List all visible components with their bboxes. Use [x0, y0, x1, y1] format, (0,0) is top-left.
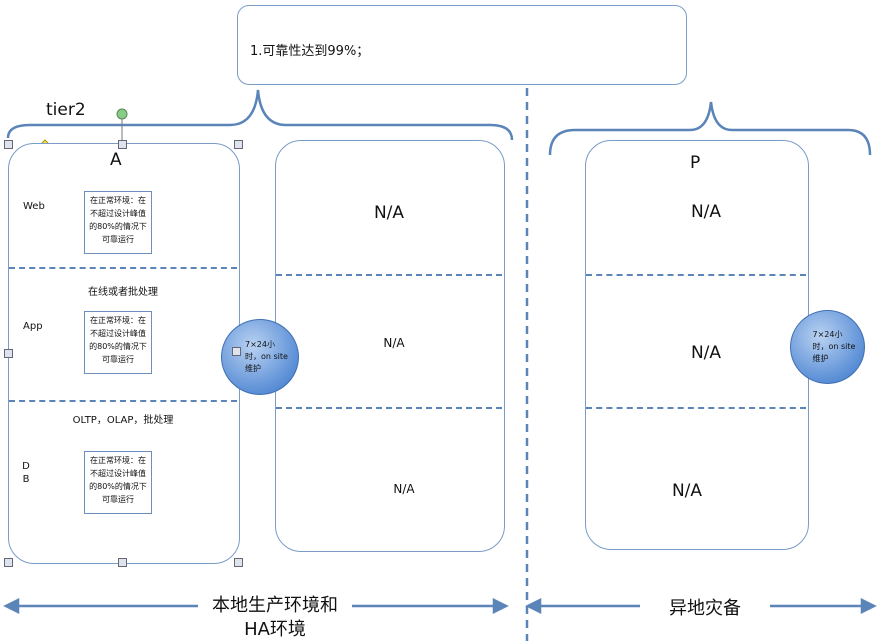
column-p[interactable] — [585, 140, 809, 550]
top-note-box: 1.可靠性达到99%； — [237, 5, 687, 85]
mid-row-3: N/A — [393, 482, 415, 496]
mid-row-2: N/A — [383, 336, 405, 350]
maintenance-circle-local: 7×24小时，on site维护 — [221, 319, 299, 395]
row-label-db: DB — [22, 461, 30, 485]
row-note-web: 在正常环境：在不超过设计峰值的80%的情况下可靠运行 — [84, 191, 152, 254]
arrow-left — [3, 597, 509, 615]
left-brace — [6, 89, 514, 141]
bottom-right-label: 异地灾备 — [669, 598, 741, 619]
column-a-title: A — [110, 150, 122, 170]
mid-row-1: N/A — [373, 203, 405, 223]
tier-label: tier2 — [46, 100, 86, 120]
row-note-db: 在正常环境：在不超过设计峰值的80%的情况下可靠运行 — [84, 451, 152, 514]
top-note-text: 1.可靠性达到99%； — [250, 44, 370, 59]
right-brace — [548, 101, 872, 156]
column-mid[interactable] — [275, 140, 505, 552]
p-row-2: N/A — [690, 343, 722, 363]
row-note-app: 在正常环境：在不超过设计峰值的80%的情况下可靠运行 — [84, 311, 152, 374]
arrow-right — [525, 597, 877, 615]
row-label-app: App — [23, 321, 43, 332]
p-row-1: N/A — [690, 202, 722, 222]
row-label-web: Web — [23, 201, 45, 212]
rotate-handle — [116, 108, 128, 120]
p-row-3: N/A — [671, 481, 703, 501]
bottom-left-label: 本地生产环境和HA环境 — [212, 595, 338, 640]
row-caption-app: 在线或者批处理 — [88, 287, 158, 298]
column-p-title: P — [690, 153, 701, 173]
maintenance-circle-remote: 7×24小时，on site维护 — [790, 310, 865, 384]
row-caption-db: OLTP，OLAP，批处理 — [72, 415, 174, 426]
